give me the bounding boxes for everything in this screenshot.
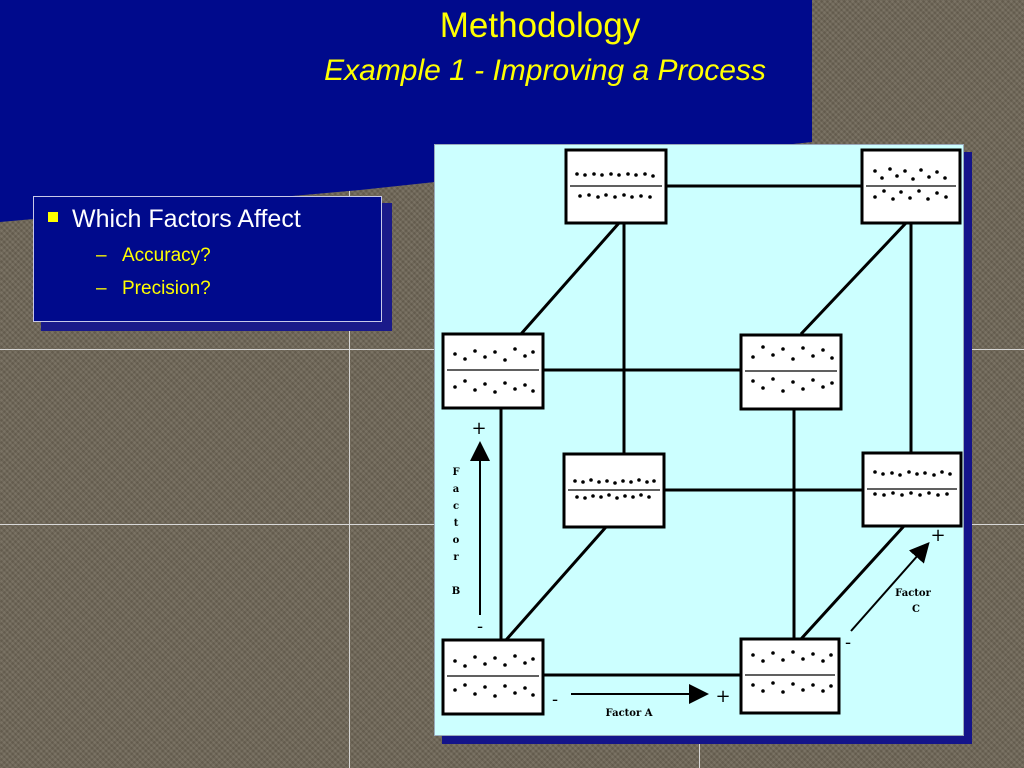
factor-c-arrow: [850, 542, 930, 632]
bullet-box: Which Factors Affect –Accuracy? –Precisi…: [33, 196, 382, 322]
cube-edge: [504, 526, 608, 641]
svg-text:t: t: [454, 518, 459, 529]
cube-vertex: [562, 452, 666, 529]
slide-title: Methodology: [439, 6, 641, 45]
factor-c-plus: +: [930, 525, 945, 546]
factor-a-axis: - + Factor A: [552, 684, 731, 719]
sub-bullet-text: Precision?: [122, 278, 211, 299]
cube-vertex: [739, 333, 843, 411]
title-banner: [0, 0, 812, 222]
svg-text:o: o: [453, 535, 460, 546]
factor-a-minus: -: [552, 689, 558, 710]
factor-b-axis: + - F a c t o r B: [452, 418, 490, 637]
cube-vertex: [861, 451, 963, 528]
bullet-main: Which Factors Affect: [48, 205, 301, 234]
cube-vertex: [564, 148, 668, 225]
cube-edges: [499, 184, 913, 677]
bullet-main-text: Which Factors Affect: [72, 205, 301, 233]
factor-a-label: Factor A: [606, 708, 653, 719]
cube-edge: [519, 222, 621, 335]
sub-bullet-precision: –Precision?: [96, 278, 211, 299]
background-grid-line: [349, 0, 350, 768]
factor-a-plus: +: [715, 686, 730, 707]
square-bullet-icon: [48, 212, 58, 223]
factor-b-plus: +: [471, 418, 486, 439]
cube-edge: [799, 524, 906, 641]
svg-text:F: F: [452, 467, 459, 478]
cube-diagram: + - F a c t o r B - + Factor A - + Facto…: [441, 148, 963, 719]
cube-vertex: [739, 637, 841, 715]
factor-b-label: F a c t o r B: [452, 467, 460, 597]
sub-bullet-accuracy: –Accuracy?: [96, 245, 211, 266]
cube-vertex: [860, 148, 962, 225]
factor-b-minus: -: [477, 616, 483, 637]
slide-subtitle: Example 1 - Improving a Process: [324, 54, 766, 87]
svg-text:a: a: [453, 484, 460, 495]
svg-text:r: r: [453, 552, 459, 563]
sub-bullet-text: Accuracy?: [122, 245, 211, 266]
factorial-cube-figure: + - F a c t o r B - + Factor A - + Facto…: [434, 144, 964, 736]
factor-c-label-line2: C: [912, 604, 920, 615]
cube-vertex: [441, 332, 545, 410]
cube-edge: [799, 221, 908, 336]
svg-text:c: c: [453, 501, 459, 512]
factor-c-minus: -: [845, 632, 851, 653]
factor-c-label-line1: Factor: [895, 588, 931, 599]
svg-text:B: B: [452, 586, 460, 597]
cube-vertex: [441, 638, 545, 716]
factor-c-axis: - + Factor C: [845, 525, 946, 653]
